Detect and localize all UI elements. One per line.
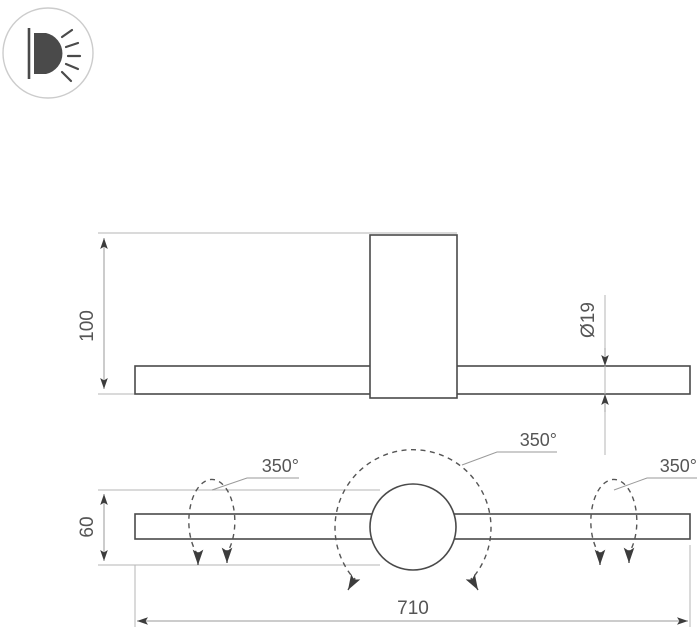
top-center-hub [369,483,457,571]
front-body-block [369,234,458,399]
rotation-indicator-right: 350° [590,456,697,565]
rotation-label-left: 350° [262,456,299,476]
icon-light-rays [60,28,82,83]
rotation-arc-left [188,478,236,556]
icon-lamp-body [34,33,63,74]
rotation-label-center: 350° [520,430,557,450]
top-plan-view: 60 350° 350° [77,430,697,627]
rotation-arrow-center-right [465,574,479,591]
rotation-label-right: 350° [660,456,697,476]
rotation-arc-right [590,478,638,556]
rotation-indicator-center: 350° [334,430,557,591]
icon-outline-circle [2,7,94,99]
top-right-arm [447,513,691,540]
rotation-indicator-left: 350° [188,456,299,565]
rotation-arrow-center-left [347,574,361,591]
dimension-label-height-100: 100 [77,310,98,342]
dimension-label-diameter-19: Ø19 [578,302,599,338]
rotation-leader-right [613,477,697,491]
dimension-label-depth-60: 60 [77,516,98,537]
top-left-arm [134,513,379,540]
rotation-arc-center [334,449,492,583]
rotation-leader-left [211,477,299,491]
rotation-leader-center [461,451,557,466]
wall-light-emission-icon [2,7,94,99]
dimension-label-length-710: 710 [397,598,429,619]
front-elevation-view: 100 Ø19 [77,232,691,455]
